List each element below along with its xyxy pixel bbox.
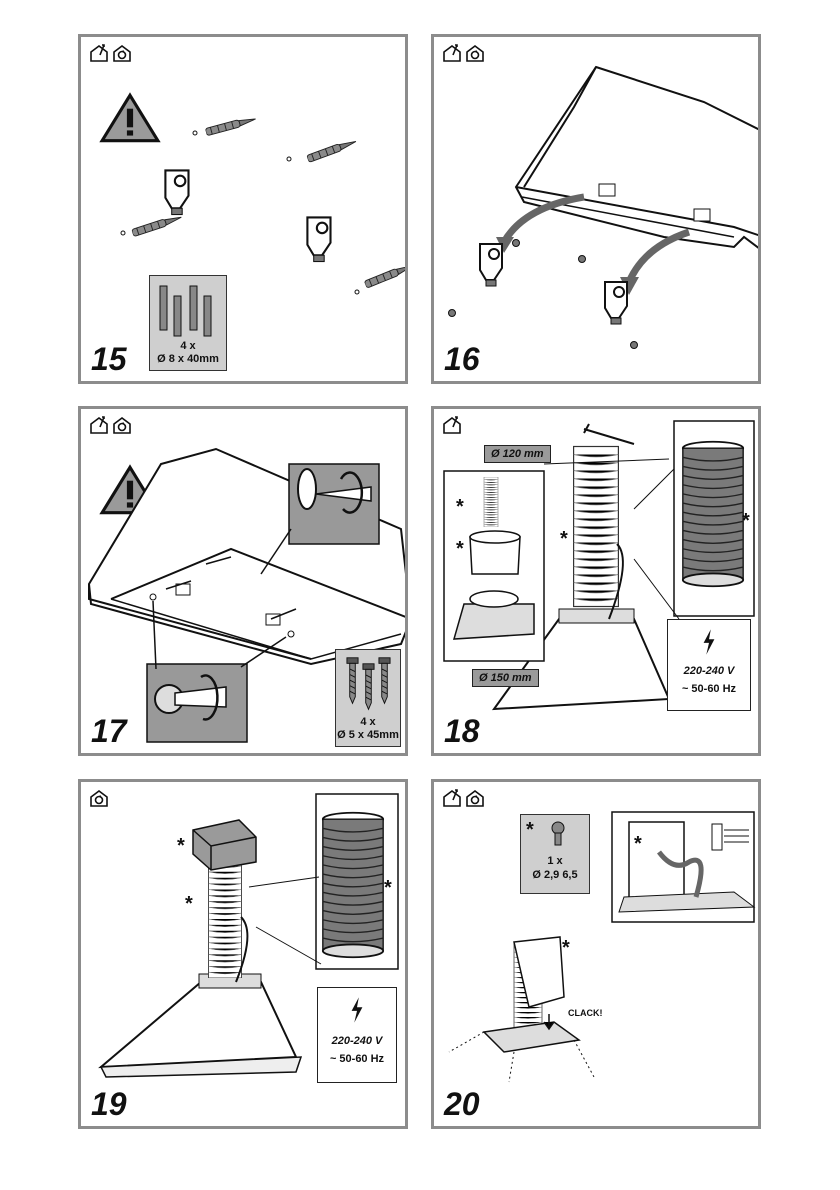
step-number: 15 bbox=[91, 341, 127, 377]
asterisk-mark: * bbox=[560, 528, 568, 550]
step-number: 18 bbox=[444, 713, 480, 749]
hardware-size: Ø 8 x 40mm bbox=[157, 353, 219, 365]
hardware-count: 1 x bbox=[547, 855, 563, 867]
hardware-count: 4 x bbox=[360, 716, 376, 728]
asterisk-mark: * bbox=[634, 833, 642, 855]
frequency-label: ~ 50-60 Hz bbox=[329, 1053, 385, 1065]
asterisk-mark: * bbox=[384, 877, 392, 899]
hardware-size: Ø 2,9 6,5 bbox=[532, 869, 578, 881]
panel-step-20: 1 x Ø 2,9 6,5 * * * CLACK! 20 bbox=[431, 779, 761, 1129]
wall-plug-illustration bbox=[100, 93, 405, 295]
hardware-box: 1 x Ø 2,9 6,5 bbox=[520, 814, 590, 894]
panel-step-16: 16 bbox=[431, 34, 761, 384]
asterisk-mark: * bbox=[185, 893, 193, 915]
step-number: 20 bbox=[444, 1086, 480, 1122]
asterisk-mark: * bbox=[526, 819, 534, 841]
panel-step-19: * * * 220-240 V ~ 50-60 Hz 19 bbox=[78, 779, 408, 1129]
hood-fixing-illustration bbox=[87, 447, 405, 743]
frequency-label: ~ 50-60 Hz bbox=[681, 683, 737, 695]
voltage-label: 220-240 V bbox=[331, 1035, 383, 1047]
duct-diameter-label-150: Ø 150 mm bbox=[472, 669, 539, 687]
recirculation-duct-illustration bbox=[98, 793, 399, 1078]
wall-bracket bbox=[164, 169, 190, 216]
panel-step-18: Ø 120 mm Ø 150 mm * * * * 220-240 V ~ 50… bbox=[431, 406, 761, 756]
hardware-box: 4 x Ø 5 x 45mm bbox=[335, 649, 401, 747]
hardware-size: Ø 5 x 45mm bbox=[337, 729, 399, 741]
step-number: 19 bbox=[91, 1086, 127, 1122]
duct-clamp bbox=[681, 440, 745, 588]
asterisk-mark: * bbox=[562, 937, 570, 959]
clack-label: CLACK! bbox=[568, 1008, 603, 1018]
hardware-box: 4 x Ø 8 x 40mm bbox=[149, 275, 227, 371]
small-screw-icon bbox=[551, 821, 565, 846]
flexible-duct bbox=[572, 445, 620, 608]
panel-step-17: 4 x Ø 5 x 45mm 17 bbox=[78, 406, 408, 756]
hood-hanging-illustration bbox=[448, 65, 758, 349]
electricity-icon bbox=[348, 996, 366, 1024]
electronics-box-illustration bbox=[448, 811, 756, 1083]
wall-plug-icon bbox=[159, 285, 212, 337]
panel-step-15: 4 x Ø 8 x 40mm 15 bbox=[78, 34, 408, 384]
power-rating-box: 220-240 V ~ 50-60 Hz bbox=[317, 987, 397, 1083]
step-number: 17 bbox=[91, 713, 127, 749]
deflector bbox=[192, 819, 257, 871]
electricity-icon bbox=[700, 628, 718, 656]
power-rating-box: 220-240 V ~ 50-60 Hz bbox=[667, 619, 751, 711]
warning-icon bbox=[100, 93, 160, 143]
hardware-count: 4 x bbox=[180, 340, 196, 352]
asterisk-mark: * bbox=[177, 835, 185, 857]
asterisk-mark: * bbox=[742, 510, 750, 532]
asterisk-mark: * bbox=[456, 538, 464, 560]
duct-diameter-label-120: Ø 120 mm bbox=[484, 445, 551, 463]
step-number: 16 bbox=[444, 341, 480, 377]
screw-icon bbox=[346, 657, 391, 710]
voltage-label: 220-240 V bbox=[683, 665, 735, 677]
asterisk-mark: * bbox=[456, 496, 464, 518]
